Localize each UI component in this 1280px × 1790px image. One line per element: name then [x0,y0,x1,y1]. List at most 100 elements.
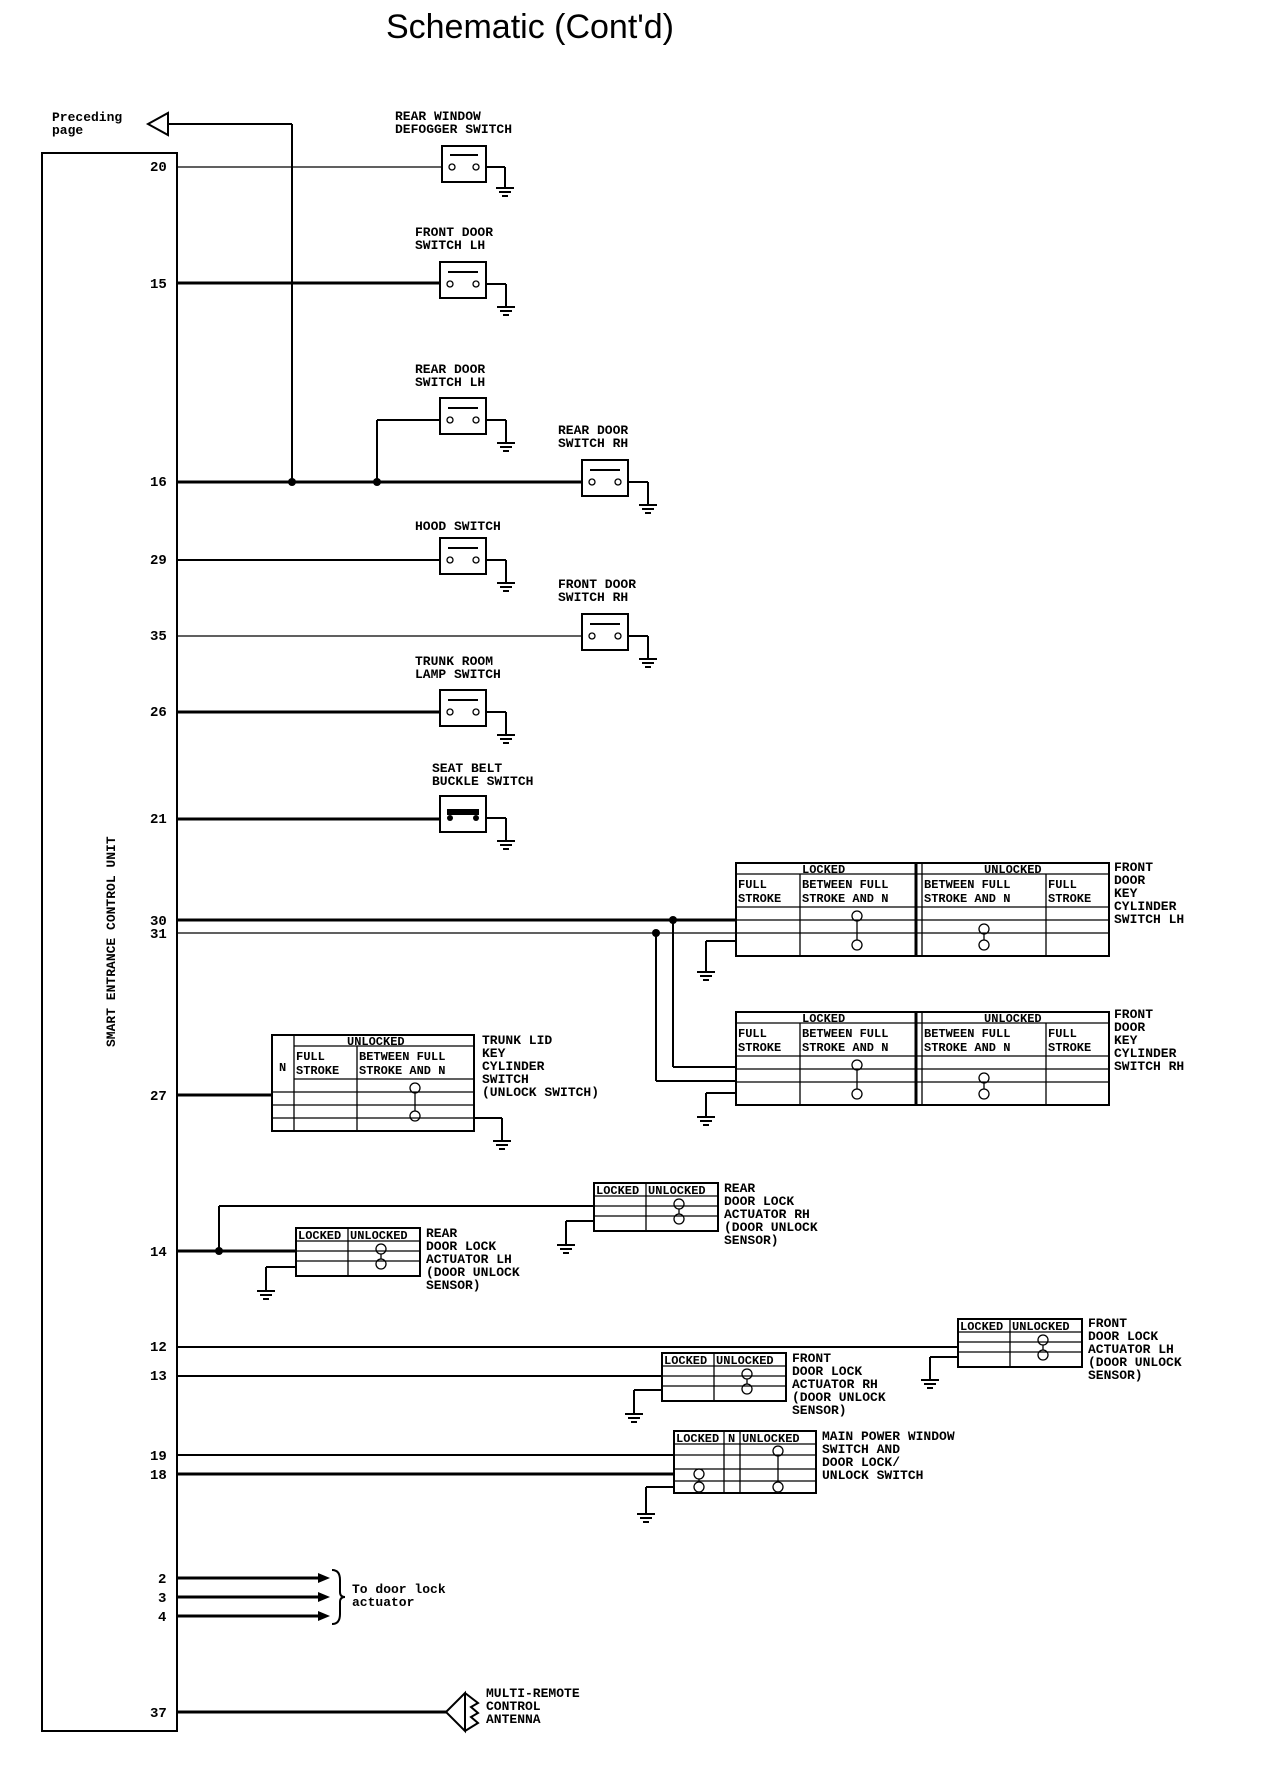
rear-rh-unlocked: UNLOCKED [648,1184,706,1198]
ground-icon [637,1513,655,1523]
ground-icon [257,1290,275,1300]
pw-label-4: UNLOCK SWITCH [822,1468,923,1483]
antenna-label-1: MULTI-REMOTE [486,1686,580,1701]
lh-label-5: SWITCH LH [1114,912,1184,927]
trunk-n-header: N [279,1061,286,1075]
main-power-window-switch: LOCKED N UNLOCKED [673,1430,817,1494]
front-door-lock-actuator-lh: LOCKED UNLOCKED [957,1318,1083,1368]
rear-rh-label-5: SENSOR) [724,1233,779,1248]
trunk-col1b: STROKE [296,1064,339,1078]
front-rh-label-4: (DOOR UNLOCK [792,1390,886,1405]
rh-col2b: STROKE AND N [802,1041,888,1055]
trunk-unlocked-header: UNLOCKED [347,1035,405,1049]
pin-35: 35 [150,629,167,645]
front-rh-label-2: DOOR LOCK [792,1364,862,1379]
front-door-key-cylinder-switch-lh: LOCKED UNLOCKED FULL STROKE BETWEEN FULL… [735,862,1110,957]
lh-col2a: BETWEEN FULL [802,878,888,892]
rh-col2a: BETWEEN FULL [802,1027,888,1041]
control-unit-label: SMART ENTRANCE CONTROL UNIT [104,836,119,1047]
hood-switch [439,537,515,592]
pin-26: 26 [150,705,167,721]
lh-col1a: FULL [738,878,767,892]
trunk-label-3: CYLINDER [482,1059,545,1074]
front-lh-label-3: ACTUATOR LH [1088,1342,1174,1357]
switch-label-seatbelt-2: BUCKLE SWITCH [432,774,533,789]
front-rh-label-5: SENSOR) [792,1403,847,1418]
switch-label-rear-rh-1: REAR DOOR [558,423,628,438]
pin-31: 31 [150,927,167,943]
front-rh-label-1: FRONT [792,1351,831,1366]
door-lock-actuator-label-2: actuator [352,1595,414,1610]
rear-lh-label-5: SENSOR) [426,1278,481,1293]
rh-label-5: SWITCH RH [1114,1059,1184,1074]
rear-rh-label-2: DOOR LOCK [724,1194,794,1209]
rear-door-lock-actuator-lh: LOCKED UNLOCKED [295,1227,421,1277]
antenna-icon [444,1690,480,1734]
rear-rh-locked: LOCKED [596,1184,639,1198]
rh-col3a: BETWEEN FULL [924,1027,1010,1041]
preceding-page-arrow-icon [145,111,169,137]
rear-door-switch-rh [581,459,657,514]
front-lh-label-4: (DOOR UNLOCK [1088,1355,1182,1370]
rh-label-4: CYLINDER [1114,1046,1177,1061]
rear-door-switch-lh [439,397,515,452]
trunk-label-5: (UNLOCK SWITCH) [482,1085,599,1100]
pin-27: 27 [150,1089,167,1105]
page-title: Schematic (Cont'd) [386,8,674,46]
lh-col4b: STROKE [1048,892,1091,906]
switch-label-rear-lh-2: SWITCH LH [415,375,485,390]
switch-label-front-rh-1: FRONT DOOR [558,577,636,592]
rear-lh-label-4: (DOOR UNLOCK [426,1265,520,1280]
lh-label-3: KEY [1114,886,1138,901]
front-lh-unlocked: UNLOCKED [1012,1320,1070,1334]
pin-37: 37 [150,1706,167,1722]
ground-icon [625,1413,643,1423]
lh-unlocked-header: UNLOCKED [984,863,1042,877]
pw-n: N [728,1432,735,1446]
trunk-label-4: SWITCH [482,1072,529,1087]
front-lh-label-2: DOOR LOCK [1088,1329,1158,1344]
rh-label-3: KEY [1114,1033,1138,1048]
rh-col1b: STROKE [738,1041,781,1055]
control-unit-box [41,152,178,1732]
pw-label-2: SWITCH AND [822,1442,900,1457]
pw-unlocked: UNLOCKED [742,1432,800,1446]
rear-lh-locked: LOCKED [298,1229,341,1243]
front-rh-locked: LOCKED [664,1354,707,1368]
door-lock-actuator-label-1: To door lock [352,1582,446,1597]
lh-col3a: BETWEEN FULL [924,878,1010,892]
pin-labels: 20 15 16 29 35 26 21 30 31 27 14 12 13 1… [150,160,167,1722]
lh-col2b: STROKE AND N [802,892,888,906]
pin-2: 2 [158,1572,166,1588]
pin-16: 16 [150,475,167,491]
rh-label-1: FRONT [1114,1007,1153,1022]
lh-label-2: DOOR [1114,873,1145,888]
lh-col4a: FULL [1048,878,1077,892]
ground-icon [921,1379,939,1389]
ground-icon [697,1116,715,1126]
pin-30: 30 [150,914,167,930]
pw-label-3: DOOR LOCK/ [822,1455,900,1470]
rear-rh-label-1: REAR [724,1181,755,1196]
trunk-col2b: STROKE AND N [359,1064,445,1078]
pin-20: 20 [150,160,167,176]
front-door-lock-actuator-rh: LOCKED UNLOCKED [661,1352,787,1402]
rear-door-lock-actuator-rh: LOCKED UNLOCKED [593,1182,719,1232]
front-door-key-cylinder-switch-rh: LOCKED UNLOCKED FULL STROKE BETWEEN FULL… [735,1011,1110,1106]
rear-lh-label-1: REAR [426,1226,457,1241]
switch-label-defogger-1: REAR WINDOW [395,109,481,124]
lh-label-1: FRONT [1114,860,1153,875]
pin-13: 13 [150,1369,167,1385]
switch-label-hood: HOOD SWITCH [415,519,501,534]
pin-29: 29 [150,553,167,569]
preceding-page-label-2: page [52,123,83,138]
seat-belt-buckle-switch [439,795,515,850]
front-lh-label-1: FRONT [1088,1316,1127,1331]
trunk-col1a: FULL [296,1050,325,1064]
switch-label-defogger-2: DEFOGGER SWITCH [395,122,512,137]
rh-col3b: STROKE AND N [924,1041,1010,1055]
front-rh-label-3: ACTUATOR RH [792,1377,878,1392]
switch-label-trunk-2: LAMP SWITCH [415,667,501,682]
trunk-lid-key-cylinder-switch: UNLOCKED N FULL STROKE BETWEEN FULL STRO… [271,1034,475,1132]
rh-locked-header: LOCKED [802,1012,845,1026]
